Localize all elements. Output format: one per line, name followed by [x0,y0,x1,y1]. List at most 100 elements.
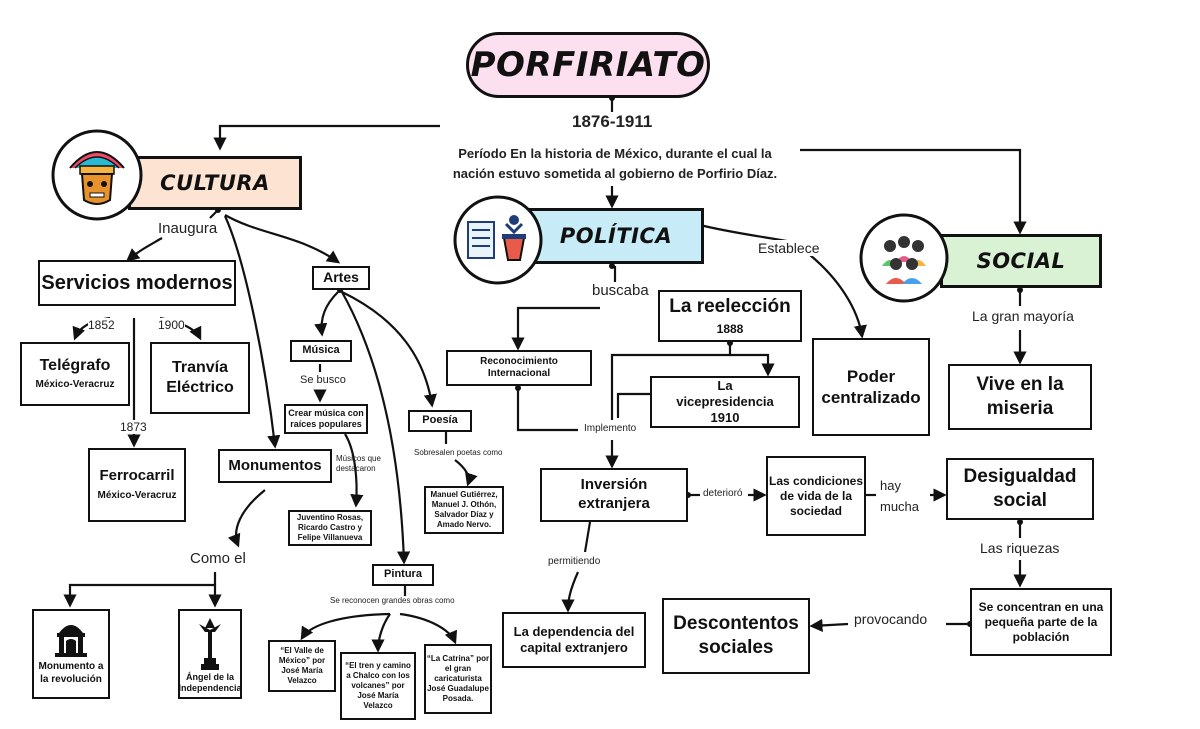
edge-group [63,98,1027,653]
monumento-revolucion-label: Monumento a la revolución [38,661,104,685]
description-text: Período En la historia de México, durant… [450,144,780,185]
edge-reeleccion-vice [730,353,775,377]
edge-artes-musica [314,291,339,337]
como-el-label: Como el [190,550,246,567]
obra2-box: “El tren y camino a Chalco con los volca… [340,652,416,720]
politica-heading: POLÍTICA [559,223,673,248]
reeleccion-year: 1888 [716,321,744,336]
obra1-box: “El Valle de México” por José María Vela… [268,640,336,692]
year-1852-label: 1852 [88,318,115,332]
permitiendo-label: permitiendo [548,556,601,567]
se-reconocen-label: Se reconocen grandes obras como [330,596,455,605]
ferrocarril-sub: México-Veracruz [97,490,177,502]
sobresalen-label: Sobresalen poetas como [414,448,503,457]
edge-cultura-artes [224,214,341,264]
provocando-label: provocando [854,611,928,627]
inversion-label: Inversión extranjera [578,476,650,512]
poder-centralizado-label: Poder centralizado [821,366,921,407]
se-busco-label: Se busco [300,374,346,386]
edge-to-cultura [213,124,440,151]
edge-vice-implemento [616,392,650,418]
politica-heading-box: POLÍTICA [528,208,704,264]
concentran-box: Se concentran en una pequeña parte de la… [970,588,1112,656]
edge-to-social [800,148,1027,235]
social-heading-box: SOCIAL [940,234,1102,288]
cultura-heading-box: CULTURA [128,156,302,210]
reeleccion-label: La reelección [669,296,791,318]
dependencia-label: La dependencia del capital extranjero [513,623,635,655]
servicios-modernos-label: Servicios modernos [41,271,233,294]
poesia-box: Poesía [408,410,472,432]
riquezas-label: Las riquezas [980,540,1060,556]
edge-permitiendo-dependencia [561,571,580,613]
musica-box: Música [290,340,352,362]
monumentos-box: Monumentos [218,449,332,483]
edge-artes-poesia [341,291,437,408]
year-1900-label: 1900 [158,318,185,332]
edge-obra3 [399,612,458,645]
year-1873-label: 1873 [120,420,147,434]
crear-musica-box: Crear música con raíces populares [284,404,368,434]
vive-miseria-label: Vive en la miseria [976,374,1064,419]
group-of-people-icon [858,212,950,304]
aztec-mask-icon [50,128,144,222]
edge-inaugura-servicios [125,237,163,262]
vive-miseria-box: Vive en la miseria [948,364,1092,430]
edge-crear-musicos [344,433,364,508]
cultura-heading: CULTURA [160,170,270,195]
telegrafo-sub: México-Veracruz [35,379,115,391]
obra3-text: “La Catrina” por el gran caricaturista J… [426,654,490,703]
vicepresidencia-box: La vicepresidencia 1910 [650,376,800,428]
edge-dot [609,263,615,269]
telegrafo-label: Telégrafo [39,357,111,375]
speaker-podium-icon [452,194,544,286]
edge-dot [515,385,521,391]
musicos-text: Juventino Rosas, Ricardo Castro y Felipe… [296,513,364,542]
edge-buscaba-reconocimiento [511,306,600,351]
edge-artes-pintura [341,291,411,565]
vicepresidencia-label: La vicepresidencia 1910 [676,377,774,426]
artes-box: Artes [312,266,370,290]
edge-inversion-permitiendo [583,521,592,553]
edge-establece-poder [809,254,867,339]
monument-building-icon [55,625,87,657]
condiciones-label: Las condiciones de vida de la sociedad [768,473,864,518]
edge-sobresalen-poetas [454,459,478,487]
hay-mucha-label: hay mucha [880,476,930,518]
ferrocarril-box: Ferrocarril México-Veracruz [88,448,186,522]
pintura-box: Pintura [372,564,434,586]
obra3-box: “La Catrina” por el gran caricaturista J… [424,644,492,714]
descontentos-label: Descontentos sociales [673,613,799,658]
establece-label: Establece [758,240,820,256]
edge-cultura-monumentos [223,215,281,449]
monumento-revolucion-box: Monumento a la revolución [32,609,110,699]
poesia-label: Poesía [422,414,458,427]
poetas-text: Manuel Gutiérrez, Manuel J. Othón, Salva… [430,490,498,529]
inaugura-label: Inaugura [158,220,218,237]
artes-label: Artes [323,269,359,286]
monumentos-label: Monumentos [228,456,322,474]
pintura-label: Pintura [384,568,422,581]
gran-mayoria-label: La gran mayoría [972,308,1074,324]
condiciones-box: Las condiciones de vida de la sociedad [766,456,866,536]
edge-obra1 [300,612,391,641]
title-box: PORFIRIATO [466,32,710,98]
poder-centralizado-box: Poder centralizado [812,338,930,436]
reconocimiento-box: Reconocimiento Internacional [446,350,592,386]
telegrafo-box: Telégrafo México-Veracruz [20,342,130,406]
edge-reeleccion-implemento [610,343,732,420]
implemento-label: Implemento [584,423,637,434]
reconocimiento-label: Reconocimiento Internacional [480,355,558,380]
obra2-text: “El tren y camino a Chalco con los volca… [345,661,411,710]
musicos-box: Juventino Rosas, Ricardo Castro y Felipe… [288,510,372,546]
desigualdad-box: Desigualdad social [946,458,1094,520]
concentran-label: Se concentran en una pequeña parte de la… [978,599,1104,644]
edge-obra2 [371,613,391,653]
tranvia-label: Tranvía Eléctrico [166,359,234,396]
servicios-modernos-box: Servicios modernos [38,260,236,306]
musicos-label: Músicos que destacaron [336,454,381,474]
crear-musica-label: Crear música con raíces populares [288,407,364,429]
ferrocarril-label: Ferrocarril [99,467,175,485]
edge-comoel-split [63,572,217,608]
